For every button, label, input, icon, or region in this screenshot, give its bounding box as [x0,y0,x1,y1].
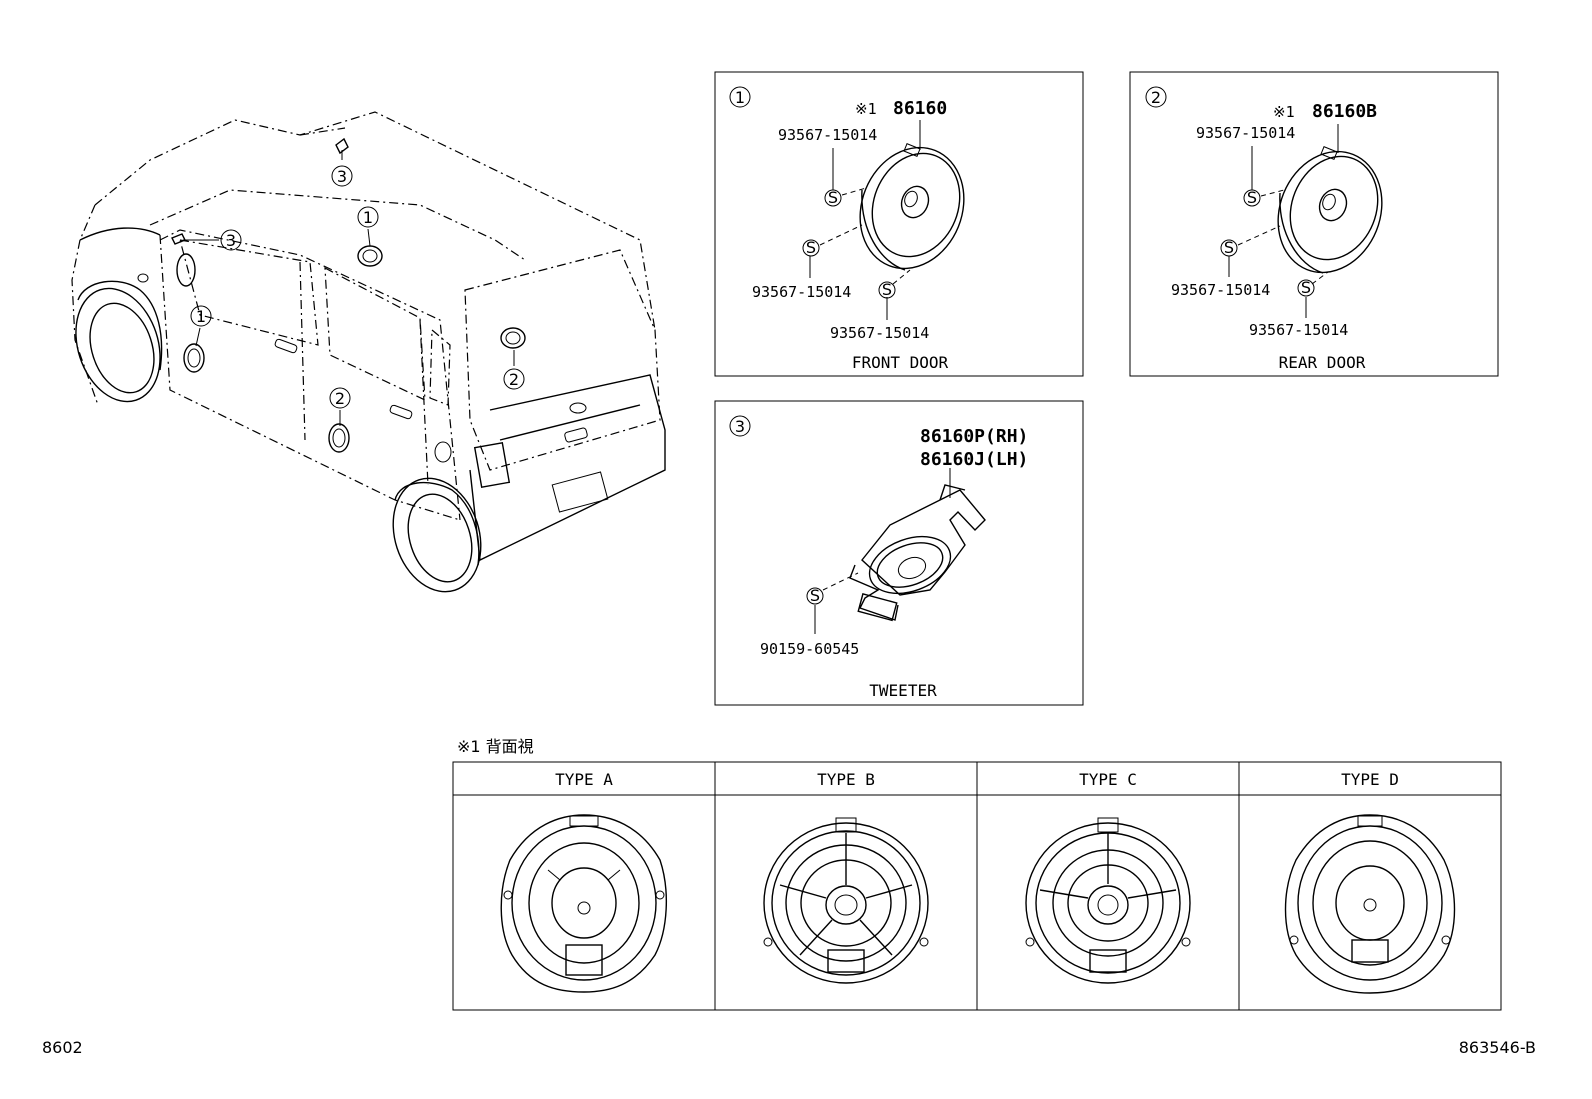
callout-number: 3 [337,167,347,186]
front-door-screw-top-label: 93567-15014 [778,126,877,144]
vehicle-callout-3-left: 3 [220,229,242,251]
types-table: TYPE A TYPE B TYPE C TYPE D [452,761,1502,1011]
callout-number: 1 [363,208,373,227]
footer-drawing-code: 863546-B [1459,1038,1536,1057]
type-b-header: TYPE B [817,770,875,789]
front-door-screw-left-symbol: S [802,238,820,257]
type-d-speaker [1284,814,1456,994]
tweeter-part-lh: 86160J(LH) [920,449,1028,470]
svg-text:S: S [1224,238,1234,257]
tweeter-panel: 3 86160P(RH) 86160J(LH) 90159-60545 TWEE… [714,400,1084,706]
rear-door-screw-top-label: 93567-15014 [1196,124,1295,142]
type-c-header: TYPE C [1079,770,1137,789]
tweeter-part-rh: 86160P(RH) [920,426,1028,447]
rear-door-panel: 2 ※1 86160B 93567-15014 93567-15014 9356… [1129,71,1499,377]
tweeter-drawing [849,484,986,622]
tweeter-caption: TWEETER [869,681,937,700]
type-d-header: TYPE D [1341,770,1399,789]
rear-door-screw-left-label: 93567-15014 [1171,281,1270,299]
type-b-speaker [763,817,929,984]
front-door-screw-top-symbol: S [824,188,842,207]
front-door-marker: 1 [735,88,745,107]
rear-door-speaker [1277,146,1383,274]
front-door-speaker [859,143,965,271]
rear-door-screw-bottom-label: 93567-15014 [1249,321,1348,339]
vehicle-callout-1-left: 1 [190,305,212,327]
front-door-screw-bottom-symbol: S [878,280,896,299]
callout-number: 3 [226,231,236,250]
vehicle-callout-2-rear: 2 [503,368,525,390]
rear-door-caption: REAR DOOR [1279,353,1366,372]
callout-number: 2 [509,370,519,389]
vehicle-callout-1-top: 1 [357,206,379,228]
rear-door-marker: 2 [1151,88,1161,107]
vehicle-callout-2-side: 2 [329,387,351,409]
rear-door-part-number: 86160B [1312,101,1377,122]
tweeter-marker: 3 [735,417,745,436]
vehicle-illustration [71,111,666,593]
types-table-note: ※1 背面視 [457,737,534,756]
vehicle-callout-3-top: 3 [331,165,353,187]
rear-door-screw-bottom-symbol: S [1297,278,1315,297]
rear-door-screw-left-symbol: S [1220,238,1238,257]
svg-text:S: S [882,280,892,299]
front-door-screw-bottom-label: 93567-15014 [830,324,929,342]
tweeter-screw-label: 90159-60545 [760,640,859,658]
callout-number: 2 [335,389,345,408]
rear-door-screw-top-symbol: S [1243,188,1261,207]
rear-door-ref-mark: ※1 [1273,103,1295,121]
front-door-panel: 1 ※1 86160 93567-15014 93567-15014 93567… [714,71,1084,377]
svg-text:S: S [1301,278,1311,297]
svg-text:S: S [1247,188,1257,207]
front-door-ref-mark: ※1 [855,100,877,118]
front-door-caption: FRONT DOOR [852,353,949,372]
front-door-screw-left-label: 93567-15014 [752,283,851,301]
svg-text:S: S [810,586,820,605]
type-c-speaker [1025,817,1191,984]
svg-text:S: S [828,188,838,207]
callout-number: 1 [196,307,206,326]
footer-figure-number: 8602 [42,1038,83,1057]
tweeter-screw-symbol: S [806,586,824,605]
front-door-part-number: 86160 [893,98,947,119]
type-a-header: TYPE A [555,770,613,789]
svg-text:S: S [806,238,816,257]
type-a-speaker [500,814,668,993]
